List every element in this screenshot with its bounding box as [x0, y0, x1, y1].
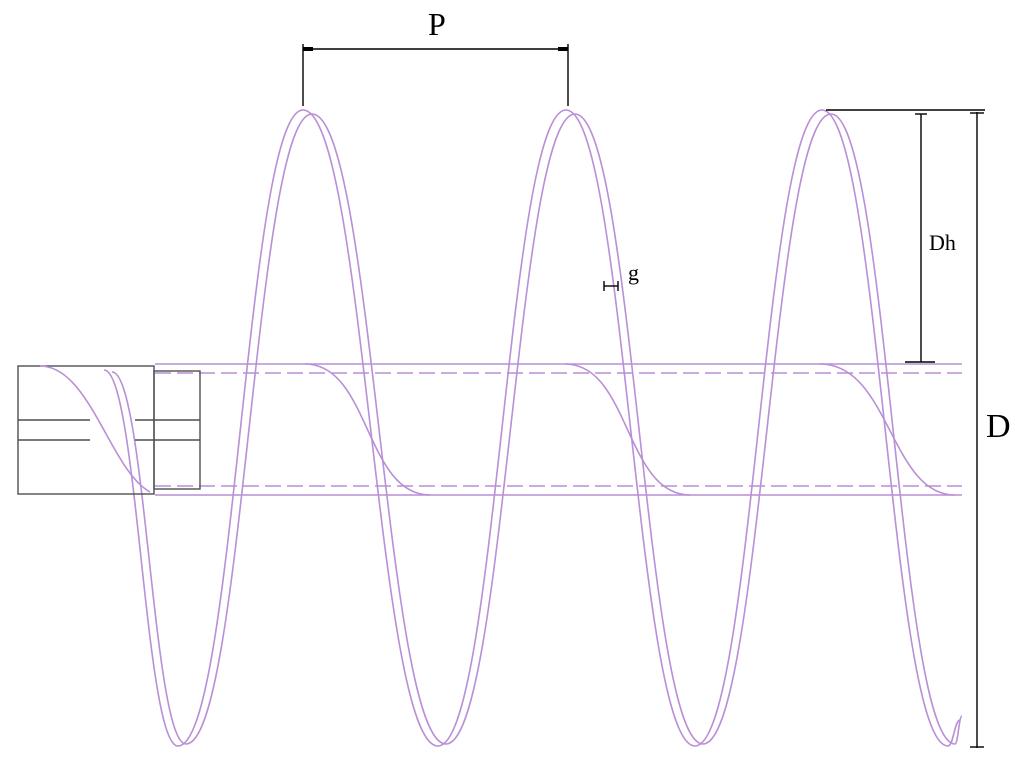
central-shaft [155, 363, 962, 496]
coupling-collar [153, 370, 201, 490]
shaft-inner-curve-2 [564, 363, 691, 496]
shaft-inner-curve-3 [819, 363, 956, 496]
gap-dimension [603, 281, 619, 291]
pitch-label: P [428, 6, 446, 42]
diameter-label: D [986, 408, 1011, 445]
diameter-dimension [826, 109, 985, 748]
helix-inner-edge [111, 113, 963, 745]
pitch-dimension [302, 44, 569, 106]
flight-depth-label: Dh [929, 230, 956, 255]
shaft-inner-curve-1 [304, 363, 431, 496]
pitch-arrow-left [303, 47, 313, 51]
pitch-arrow-right [558, 47, 568, 51]
helical-flight [103, 109, 963, 747]
coupling-thread-curve [39, 365, 151, 493]
helix-outer-edge [103, 109, 961, 747]
shaft-coupling [17, 365, 201, 495]
gap-label: g [628, 260, 639, 285]
flight-depth-dimension [905, 113, 935, 363]
